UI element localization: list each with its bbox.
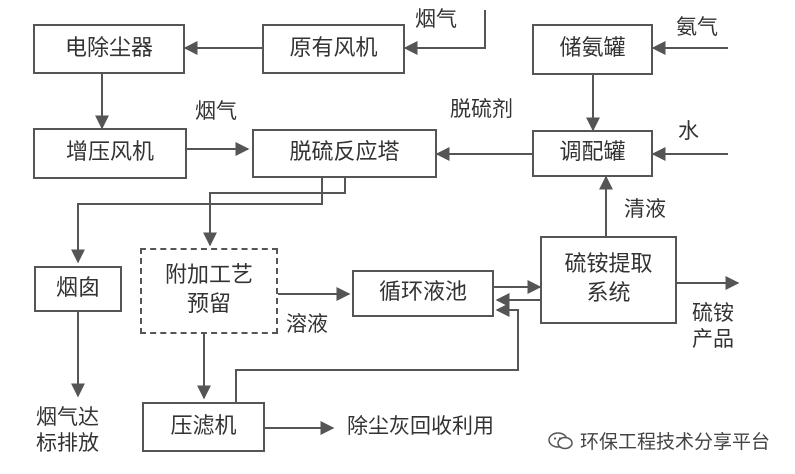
mixing-tank-box: 调配罐 [532,130,653,177]
wechat-icon [548,431,573,449]
dust-recycle-label: 除尘灰回收利用 [347,414,494,438]
water-label: 水 [678,119,699,143]
reserved-process-label: 附加工艺 预留 [164,263,253,317]
discharge-label: 烟气达 标排放 [36,405,99,456]
booster-fan-box: 增压风机 [33,128,187,179]
precipitator-box: 电除尘器 [33,24,185,74]
filterpress-to-pool-arrow [235,303,519,402]
watermark-text: 环保工程技术分享平台 [580,431,771,453]
clear-liquid-label: 清液 [624,197,666,221]
ammonia-tank-box: 储氨罐 [532,24,653,75]
watermark: 环保工程技术分享平台 [548,427,770,454]
sulfate-extraction-box: 硫铵提取 系统 [540,236,677,324]
flue-gas-inlet-label: 烟气 [415,7,457,31]
flue-gas-inlet-arrow [403,10,486,55]
circulation-pool-box: 循环液池 [352,270,494,317]
flue-gas-mid-label: 烟气 [195,99,237,123]
chimney-box: 烟囱 [34,266,122,312]
sulfate-extraction-label: 硫铵提取 系统 [564,252,653,306]
ammonia-gas-label: 氨气 [676,15,718,39]
desulfurizer-label: 脱硫剂 [450,97,513,121]
absorber-to-reserved-arrow [203,178,346,247]
existing-fan-box: 原有风机 [262,24,405,74]
product-label: 硫铵 产品 [692,301,734,352]
reserved-process-box: 附加工艺 预留 [140,248,278,334]
absorber-box: 脱硫反应塔 [252,129,437,178]
solution-label: 溶液 [286,312,328,336]
filter-press-box: 压滤机 [142,402,265,452]
absorber-to-chimney-arrow [71,178,323,264]
